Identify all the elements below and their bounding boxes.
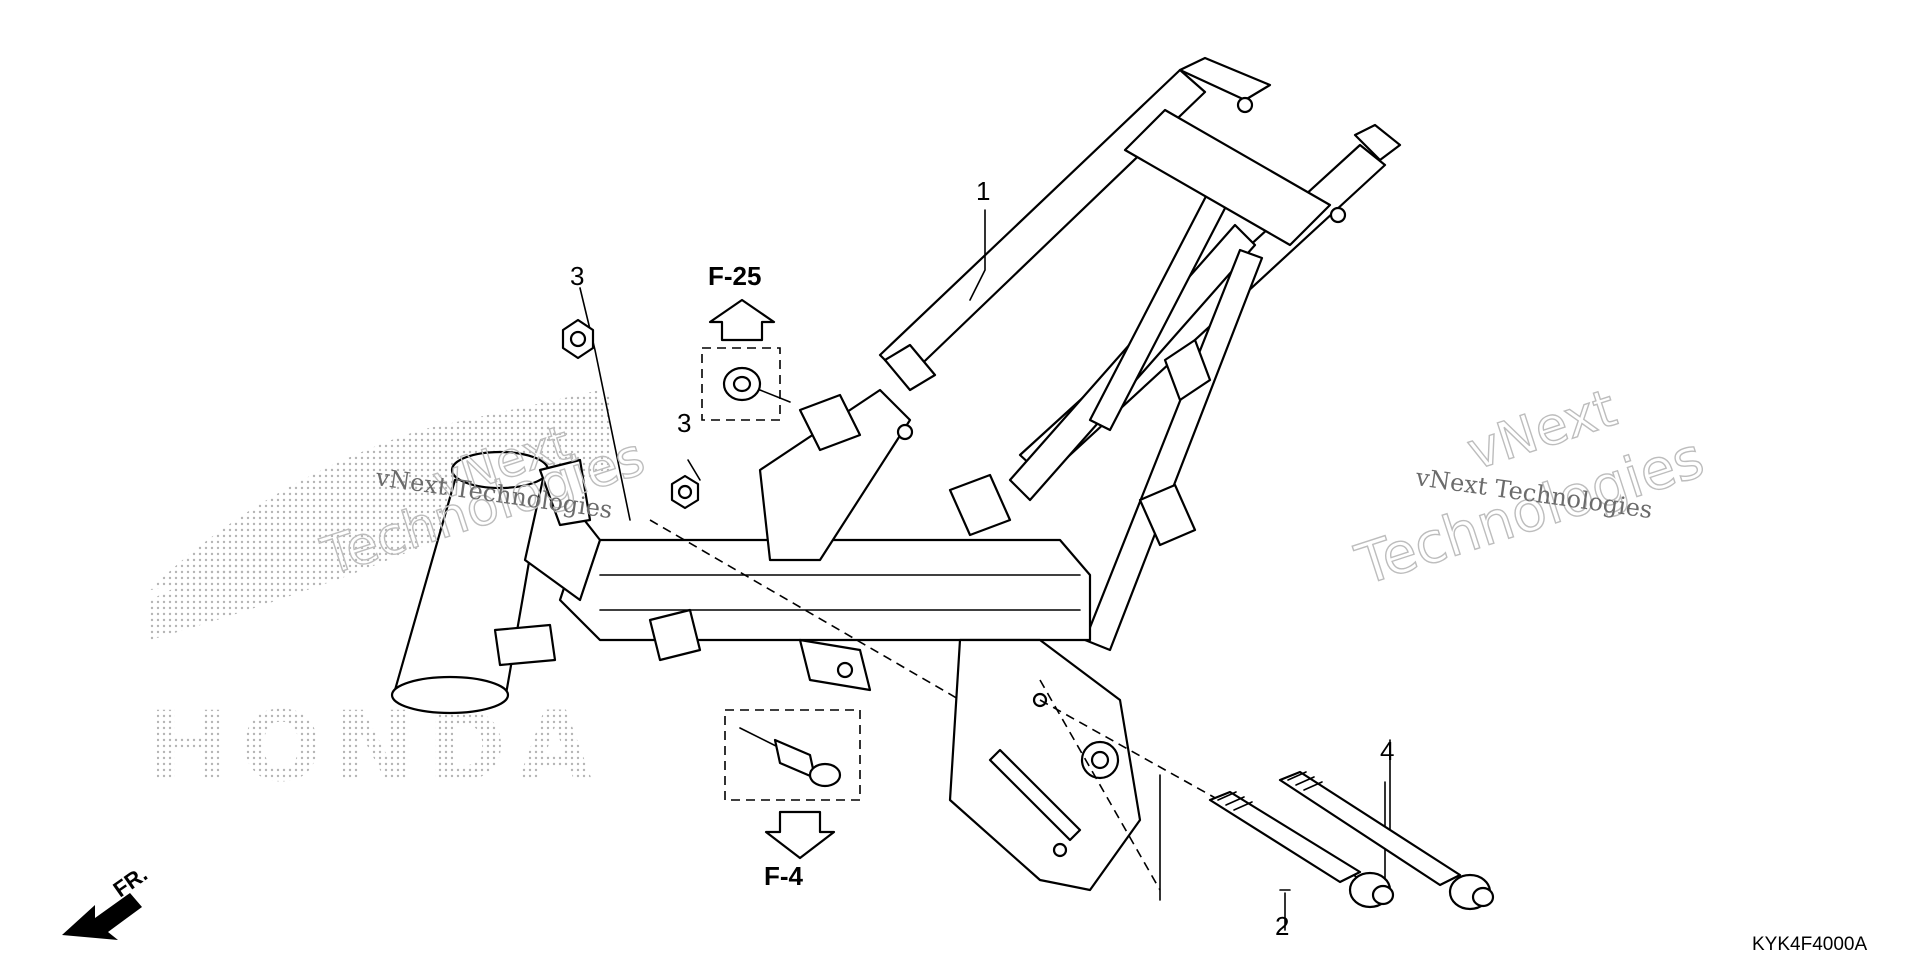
bolt-4 xyxy=(1278,770,1495,911)
f4-reference-box xyxy=(724,709,861,860)
frame-body-assembly xyxy=(390,56,1402,892)
diagram-code: KYK4F4000A xyxy=(1752,934,1867,955)
honda-text-watermark: HONDA xyxy=(148,691,604,803)
front-arrow-icon xyxy=(62,893,142,940)
flange-nut-upper xyxy=(561,318,595,360)
front-direction-indicator: FR. xyxy=(62,861,152,940)
arrow-up-icon xyxy=(708,298,776,342)
callout-3-upper: 3 xyxy=(570,261,584,291)
watermark-right: vNext Technologies vNext Technologies xyxy=(1348,378,1713,600)
arrow-down-icon xyxy=(764,810,836,860)
f25-label[interactable]: F-25 xyxy=(708,261,761,291)
callout-2: 2 xyxy=(1275,911,1289,941)
callout-1: 1 xyxy=(976,176,990,206)
bolt-2 xyxy=(1208,790,1395,909)
flange-nut-middle xyxy=(670,474,700,510)
front-label: FR. xyxy=(109,861,152,902)
callout-3-middle: 3 xyxy=(677,408,691,438)
f25-reference-box xyxy=(701,298,791,421)
callout-4: 4 xyxy=(1380,736,1394,766)
f4-label[interactable]: F-4 xyxy=(764,861,804,891)
